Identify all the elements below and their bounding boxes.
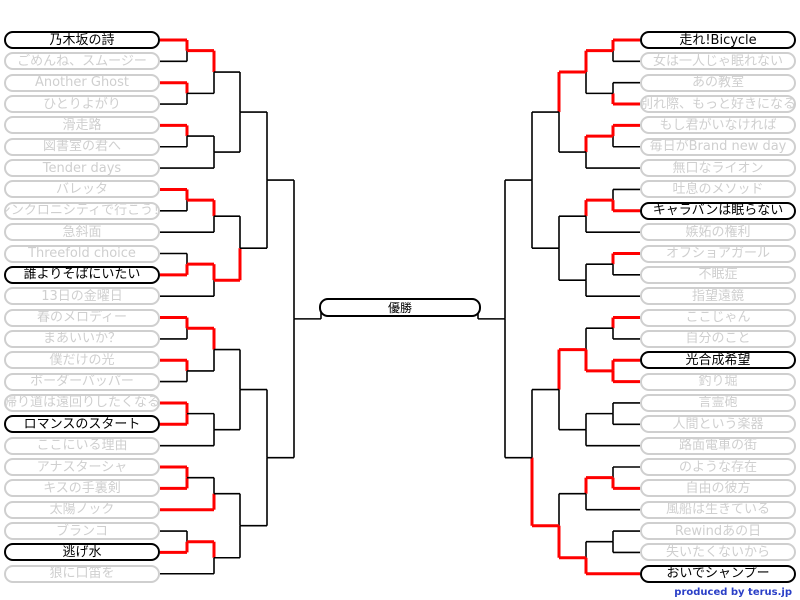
- bracket-entry[interactable]: おいでシャンプー: [640, 564, 796, 583]
- bracket-entry[interactable]: あの教室: [640, 73, 796, 92]
- bracket-entry[interactable]: アナスターシャ: [4, 458, 160, 476]
- bracket-entry[interactable]: Tender days: [4, 159, 160, 178]
- bracket-entry[interactable]: キャラバンは眠らない: [640, 201, 796, 220]
- bracket-entry[interactable]: 太陽ノック: [4, 500, 160, 519]
- bracket-entry[interactable]: 図書室の君へ: [4, 137, 160, 156]
- bracket-entry[interactable]: ボーダーバッパー: [4, 372, 160, 391]
- bracket-entry[interactable]: 狼に口笛を: [4, 564, 160, 583]
- bracket-entry[interactable]: 女は一人じゃ眠れない: [640, 52, 796, 71]
- bracket-entry[interactable]: 自由の彼方: [640, 479, 796, 498]
- bracket-entry[interactable]: キスの手裏剣: [4, 479, 160, 498]
- bracket-entry[interactable]: 帰り道は遠回りしたくなる: [4, 393, 160, 412]
- bracket-entry[interactable]: ブランコ: [4, 522, 160, 541]
- bracket-entry[interactable]: 不眠症: [640, 265, 796, 284]
- bracket-entry[interactable]: 急斜面: [4, 223, 160, 242]
- bracket-entry[interactable]: 毎日がBrand new day: [640, 137, 796, 156]
- bracket-entry[interactable]: 言霊砲: [640, 393, 796, 412]
- bracket-entry[interactable]: ここにいる理由: [4, 436, 160, 455]
- bracket-entry[interactable]: 指望遠鏡: [640, 287, 796, 306]
- credit-text: produced by terus.jp: [674, 587, 792, 598]
- bracket-entry[interactable]: オフショアガール: [640, 244, 796, 263]
- bracket-entry[interactable]: のような存在: [640, 458, 796, 476]
- bracket-entry[interactable]: 誰よりそばにいたい: [4, 265, 160, 284]
- bracket-entry[interactable]: ここじゃん: [640, 308, 796, 327]
- bracket-entry[interactable]: もし君がいなければ: [640, 116, 796, 135]
- bracket-entry[interactable]: 嫉妬の権利: [640, 223, 796, 242]
- bracket-entry[interactable]: 走れ!Bicycle: [640, 31, 796, 49]
- bracket-entry[interactable]: ひとりよがり: [4, 95, 160, 114]
- bracket-entry[interactable]: Another Ghost: [4, 73, 160, 92]
- bracket-entry[interactable]: 釣り堀: [640, 372, 796, 391]
- bracket-entry[interactable]: 春のメロディー: [4, 308, 160, 327]
- bracket-entry[interactable]: 無口なライオン: [640, 159, 796, 178]
- bracket-entry[interactable]: まあいいか？: [4, 329, 160, 348]
- bracket-entry[interactable]: バレッタ: [4, 180, 160, 199]
- bracket-entry[interactable]: 滑走路: [4, 116, 160, 135]
- bracket-entry[interactable]: 光合成希望: [640, 351, 796, 370]
- bracket-entry[interactable]: シンクロニシティで行こう！: [4, 201, 160, 220]
- champion-slot: 優勝: [319, 298, 481, 317]
- bracket-entry[interactable]: ロマンスのスタート: [4, 415, 160, 434]
- bracket-entry[interactable]: ごめんね、スムージー: [4, 52, 160, 71]
- bracket-entry[interactable]: 人間という楽器: [640, 415, 796, 434]
- bracket-entry[interactable]: 風船は生きている: [640, 500, 796, 519]
- bracket-entry[interactable]: 別れ際、もっと好きになる: [640, 95, 796, 114]
- bracket-entry[interactable]: Rewindあの日: [640, 522, 796, 541]
- bracket-entry[interactable]: 自分のこと: [640, 329, 796, 348]
- bracket-entry[interactable]: 失いたくないから: [640, 543, 796, 562]
- bracket-entry[interactable]: 乃木坂の詩: [4, 31, 160, 49]
- bracket-entry[interactable]: 13日の金曜日: [4, 287, 160, 306]
- bracket-entry[interactable]: 逃げ水: [4, 543, 160, 562]
- bracket-entry[interactable]: 吐息のメソッド: [640, 180, 796, 199]
- bracket-entry[interactable]: Threefold choice: [4, 244, 160, 263]
- bracket-entry[interactable]: 路面電車の街: [640, 436, 796, 455]
- bracket-entry[interactable]: 僕だけの光: [4, 351, 160, 370]
